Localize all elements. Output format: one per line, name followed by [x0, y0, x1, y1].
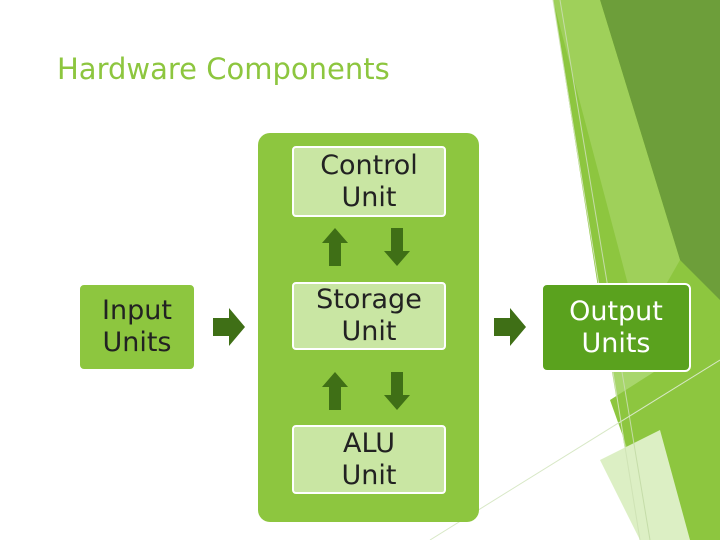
output-label-1: Output — [569, 295, 663, 327]
input-units-box: Input Units — [78, 283, 196, 371]
alu-unit-box: ALU Unit — [292, 425, 446, 494]
storage-label-2: Unit — [341, 316, 397, 347]
output-units-box: Output Units — [541, 283, 691, 372]
arrow-down-icon — [384, 228, 410, 266]
arrow-right-icon — [213, 308, 245, 346]
arrow-up-icon — [322, 228, 348, 266]
control-label-1: Control — [320, 149, 418, 181]
slide-title: Hardware Components — [57, 52, 390, 86]
arrow-down-icon — [384, 372, 410, 410]
control-unit-box: Control Unit — [292, 146, 446, 217]
input-label-2: Units — [102, 327, 172, 358]
input-label-1: Input — [102, 295, 172, 326]
storage-unit-box: Storage Unit — [292, 282, 446, 350]
alu-label-1: ALU — [343, 427, 395, 459]
storage-label-1: Storage — [316, 284, 422, 315]
arrow-right-icon — [494, 308, 526, 346]
output-label-2: Units — [581, 327, 651, 359]
control-label-2: Unit — [341, 181, 397, 213]
alu-label-2: Unit — [341, 459, 397, 491]
arrow-up-icon — [322, 372, 348, 410]
